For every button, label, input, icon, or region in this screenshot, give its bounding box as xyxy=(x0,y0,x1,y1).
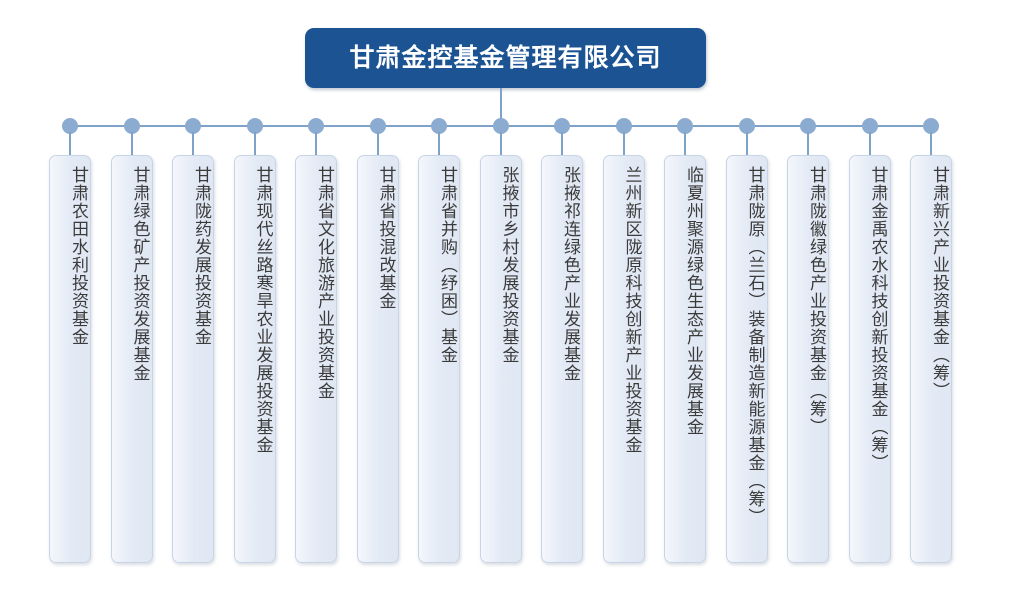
branch-connector-stem xyxy=(684,132,686,155)
branch-connector-stem xyxy=(192,132,194,155)
branch-box[interactable]: 甘肃农田水利投资基金 xyxy=(49,155,91,563)
branch-box[interactable]: 甘肃绿色矿产投资发展基金 xyxy=(110,155,153,563)
branch-connector-stem xyxy=(253,132,256,155)
branch-connector-stem xyxy=(930,132,932,155)
branch-dot-icon xyxy=(554,118,570,134)
branch-dot-icon xyxy=(62,118,78,134)
branch-label: 兰州新区陇原科技创新产业投资基金 xyxy=(622,166,642,454)
branch-box[interactable]: 甘肃省并购（纾困）基金 xyxy=(418,155,460,563)
branch-label: 甘肃省投混改基金 xyxy=(376,166,396,310)
branch-dot-icon xyxy=(369,118,386,134)
branch-connector-stem xyxy=(561,132,563,155)
branch-dot-icon xyxy=(246,118,263,134)
branch-dot-icon xyxy=(738,118,755,134)
root-connector-stem xyxy=(500,88,502,126)
branch-dot-icon xyxy=(615,118,632,134)
branch-label: 张掖市乡村发展投资基金 xyxy=(499,166,519,364)
branch-connector-stem xyxy=(376,132,379,155)
branch-dot-icon xyxy=(123,118,140,134)
branch-dot-icon xyxy=(923,118,939,134)
branch-dot-icon xyxy=(431,118,447,134)
branch-connector-stem xyxy=(868,132,871,155)
branch-connector-stem xyxy=(438,132,440,155)
branch-box[interactable]: 甘肃现代丝路寒旱农业发展投资基金 xyxy=(233,155,276,563)
branch-box[interactable]: 张掖祁连绿色产业发展基金 xyxy=(541,155,583,563)
branch-connector-stem xyxy=(499,132,502,155)
branch-label: 甘肃农田水利投资基金 xyxy=(69,166,88,346)
branch-box[interactable]: 甘肃省文化旅游产业投资基金 xyxy=(295,155,337,563)
branch-dot-icon xyxy=(308,118,324,134)
branch-box[interactable]: 甘肃陇药发展投资基金 xyxy=(172,155,214,563)
branch-label: 张掖祁连绿色产业发展基金 xyxy=(561,166,580,382)
branch-connector-stem xyxy=(745,132,748,155)
branch-box[interactable]: 张掖市乡村发展投资基金 xyxy=(479,155,522,563)
branch-box[interactable]: 甘肃陇原（兰石）装备制造新能源基金（筹） xyxy=(725,155,768,563)
branch-box[interactable]: 临夏州聚源绿色生态产业发展基金 xyxy=(664,155,706,563)
branch-connector-stem xyxy=(130,132,133,155)
branch-label: 临夏州聚源绿色生态产业发展基金 xyxy=(684,166,703,436)
branch-label: 甘肃绿色矿产投资发展基金 xyxy=(130,166,150,382)
branch-box[interactable]: 甘肃省投混改基金 xyxy=(356,155,399,563)
branch-label: 甘肃陇原（兰石）装备制造新能源基金（筹） xyxy=(745,166,765,526)
branch-connector-stem xyxy=(807,132,809,155)
branch-box[interactable]: 兰州新区陇原科技创新产业投资基金 xyxy=(602,155,645,563)
root-node-label: 甘肃金控基金管理有限公司 xyxy=(349,43,662,72)
branch-dot-icon xyxy=(800,118,816,134)
branch-dot-icon xyxy=(861,118,878,134)
branch-connector-stem xyxy=(622,132,625,155)
branch-label: 甘肃新兴产业投资基金（筹） xyxy=(930,166,949,400)
root-node[interactable]: 甘肃金控基金管理有限公司 xyxy=(305,28,706,88)
branch-connector-stem xyxy=(315,132,317,155)
branch-label: 甘肃金禹农水科技创新投资基金（筹） xyxy=(868,166,888,472)
branch-dot-icon xyxy=(185,118,201,134)
branch-label: 甘肃现代丝路寒旱农业发展投资基金 xyxy=(253,166,273,454)
branch-label: 甘肃省文化旅游产业投资基金 xyxy=(315,166,334,400)
branch-label: 甘肃陇药发展投资基金 xyxy=(192,166,211,346)
branch-dot-icon xyxy=(492,118,509,134)
branch-connector-stem xyxy=(69,132,71,155)
branch-dot-icon xyxy=(677,118,693,134)
branch-box[interactable]: 甘肃金禹农水科技创新投资基金（筹） xyxy=(848,155,891,563)
branch-box[interactable]: 甘肃陇徽绿色产业投资基金（筹） xyxy=(787,155,829,563)
branch-label: 甘肃省并购（纾困）基金 xyxy=(438,166,457,364)
branch-label: 甘肃陇徽绿色产业投资基金（筹） xyxy=(807,166,826,436)
branch-box[interactable]: 甘肃新兴产业投资基金（筹） xyxy=(910,155,952,563)
